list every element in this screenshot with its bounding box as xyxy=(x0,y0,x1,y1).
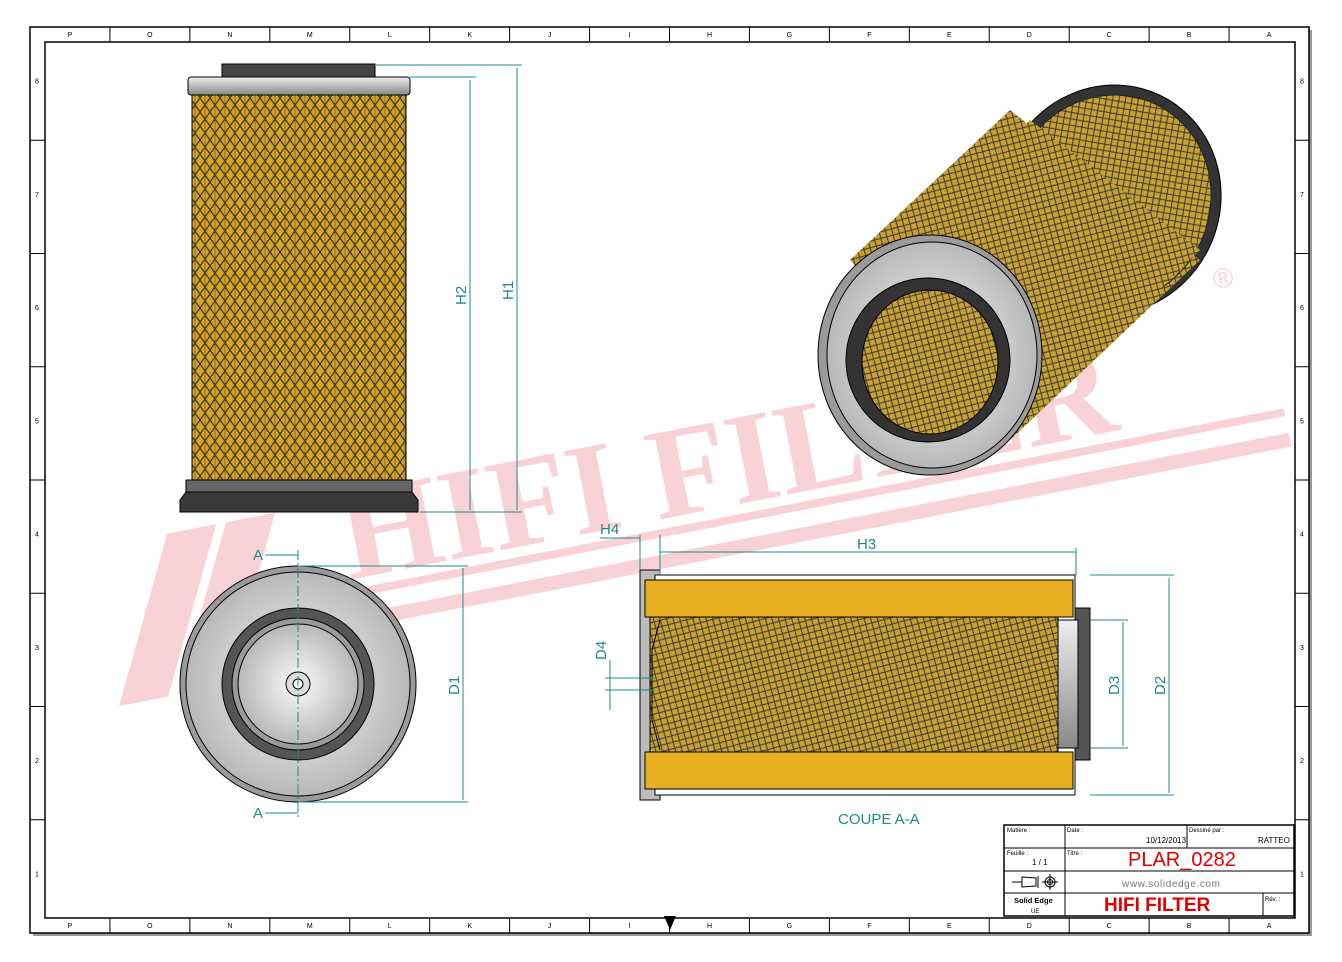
row-label: 5 xyxy=(35,418,39,425)
column-label-top: K xyxy=(467,32,472,39)
column-label-top: J xyxy=(548,32,552,39)
center-mark-icon xyxy=(664,916,676,930)
column-label-top: M xyxy=(307,32,313,39)
row-label: 7 xyxy=(35,192,39,199)
row-label: 1 xyxy=(1300,871,1304,878)
column-label-top: N xyxy=(227,32,232,39)
title-block: Matière : Date : 10/12/2013 Dessiné par … xyxy=(1003,824,1295,917)
title-label: Titre : xyxy=(1067,851,1082,857)
column-label-bottom: K xyxy=(467,923,472,930)
dimension-d2-label: D2 xyxy=(1152,676,1169,695)
row-label: 4 xyxy=(1300,532,1304,539)
column-label-top: I xyxy=(629,32,631,39)
filter-end-view xyxy=(179,550,417,820)
filter-elevation-view xyxy=(179,63,419,513)
sheet-value: 1 / 1 xyxy=(1032,858,1048,867)
filter-section-view xyxy=(639,569,1091,801)
column-label-top: A xyxy=(1267,32,1272,39)
row-label: 6 xyxy=(35,305,39,312)
column-label-bottom: A xyxy=(1267,923,1272,930)
projection-symbol-icon xyxy=(1012,874,1058,890)
column-label-top: E xyxy=(947,32,952,39)
drawing-title: PLAR_0282 xyxy=(1128,849,1236,871)
column-label-bottom: O xyxy=(147,923,153,930)
software-sub: UE xyxy=(1031,909,1039,915)
column-label-bottom: N xyxy=(227,923,232,930)
column-label-top: B xyxy=(1187,32,1192,39)
column-label-bottom: G xyxy=(787,923,792,930)
column-label-bottom: L xyxy=(388,923,392,930)
column-label-bottom: H xyxy=(707,923,712,930)
row-label: 7 xyxy=(1300,192,1304,199)
column-label-bottom: M xyxy=(307,923,313,930)
column-label-bottom: C xyxy=(1107,923,1112,930)
column-label-top: C xyxy=(1107,32,1112,39)
column-label-bottom: E xyxy=(947,923,952,930)
rev-label: Rév. : xyxy=(1265,897,1281,903)
dimension-h2 xyxy=(376,64,522,513)
column-label-bottom: P xyxy=(68,923,73,930)
dimension-d3-label: D3 xyxy=(1106,676,1123,695)
row-label: 4 xyxy=(35,532,39,539)
material-label: Matière : xyxy=(1007,828,1031,834)
section-label: COUPE A-A xyxy=(838,811,920,828)
dimension-d1-label: D1 xyxy=(446,676,463,695)
row-label: 8 xyxy=(1300,79,1304,86)
drawn-by-label: Dessiné par : xyxy=(1189,828,1225,834)
column-label-bottom: I xyxy=(629,923,631,930)
dimension-h2-label: H2 xyxy=(453,286,470,305)
sheet-label: Feuille : xyxy=(1007,851,1028,857)
website-text: www.solidedge.com xyxy=(1121,879,1221,890)
column-label-top: P xyxy=(68,32,73,39)
section-mark-bottom: A xyxy=(253,805,263,822)
date-label: Date : xyxy=(1067,828,1083,834)
column-label-top: G xyxy=(787,32,792,39)
company-name: HIFI FILTER xyxy=(1104,895,1211,916)
dimension-h1-label: H1 xyxy=(500,281,517,300)
drawn-by-value: RATTEO xyxy=(1258,836,1290,845)
column-label-top: L xyxy=(388,32,392,39)
column-label-top: F xyxy=(867,32,871,39)
dimension-d4-label: D4 xyxy=(593,641,610,660)
dimension-h3-label: H3 xyxy=(857,536,876,553)
row-label: 5 xyxy=(1300,418,1304,425)
row-label: 3 xyxy=(35,645,39,652)
row-label: 6 xyxy=(1300,305,1304,312)
row-label: 1 xyxy=(35,871,39,878)
software-name: Solid Edge xyxy=(1014,896,1053,905)
row-label: 3 xyxy=(1300,645,1304,652)
column-label-top: H xyxy=(707,32,712,39)
filter-isometric-view xyxy=(817,84,1222,476)
column-label-bottom: J xyxy=(548,923,552,930)
dimension-d1 xyxy=(265,554,468,814)
row-label: 2 xyxy=(35,758,39,765)
column-label-top: D xyxy=(1027,32,1032,39)
date-value: 10/12/2013 xyxy=(1146,836,1187,845)
section-mark-top: A xyxy=(253,547,263,564)
column-label-top: O xyxy=(147,32,153,39)
row-label: 8 xyxy=(35,79,39,86)
dimension-lines-section xyxy=(600,535,1174,796)
column-label-bottom: D xyxy=(1027,923,1032,930)
column-label-bottom: F xyxy=(867,923,871,930)
row-label: 2 xyxy=(1300,758,1304,765)
zone-grid: P O N M L K J I H G F E D C B A P O N M L K J I H G F E D C B A 8 8 7 7 6 6 5 5… xyxy=(30,27,1309,933)
column-label-bottom: B xyxy=(1187,923,1192,930)
dimension-h4-label: H4 xyxy=(600,521,619,538)
